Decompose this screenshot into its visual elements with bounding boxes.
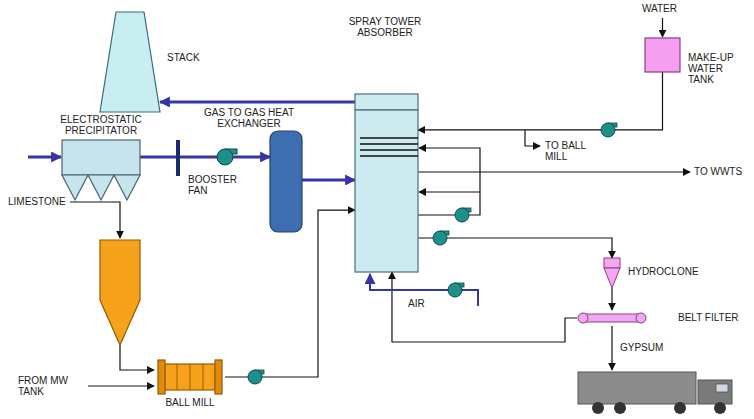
input-label: AIR <box>408 298 438 309</box>
slurry-line <box>225 210 355 377</box>
slurry-line <box>611 288 612 310</box>
booster-fan-symbol <box>217 149 237 165</box>
ball-mill: BALL MILL <box>155 360 225 394</box>
slurry-line <box>418 72 663 130</box>
equipment-label: ELECTROSTATIC PRECIPITATOR <box>51 114 151 136</box>
input-label: WATER <box>642 3 692 14</box>
absorber-tower: SPRAY TOWER ABSORBER <box>355 94 418 272</box>
gas-flow-line <box>160 101 355 104</box>
pump-symbol <box>248 370 264 384</box>
to-ball-mill-line <box>525 130 540 146</box>
precipitator: ELECTROSTATIC PRECIPITATOR <box>62 140 140 200</box>
gas-flow-line <box>140 155 270 158</box>
hopper-outlet-line <box>120 345 154 370</box>
equipment-label: STACK <box>167 52 217 63</box>
flue-gas-inlet <box>28 156 61 159</box>
slurry-line <box>392 272 577 342</box>
equipment-label: BELT FILTER <box>678 312 750 323</box>
slurry-line <box>418 238 612 258</box>
input-label: FROM MW TANK <box>18 375 80 397</box>
pump-symbol <box>433 231 449 245</box>
ball-mill-outline <box>155 360 225 394</box>
belt-filter-outline <box>577 310 647 326</box>
equipment-label: HYDROCLONE <box>628 266 718 277</box>
output-label: TO WWTS <box>694 166 752 177</box>
limestone-hopper <box>100 240 140 345</box>
gas-flow-line <box>302 178 355 181</box>
mw-feed-line <box>88 385 154 386</box>
wastewater-line <box>418 171 690 172</box>
equipment-label: BALL MILL <box>150 397 230 408</box>
limestone-feed-line <box>70 202 120 238</box>
absorber-tower-outline <box>355 94 418 272</box>
output-label: TO BALL MILL <box>545 140 593 162</box>
belt-filter: BELT FILTER <box>577 310 647 326</box>
hydroclone: HYDROCLONE <box>602 258 622 288</box>
pump-symbol <box>455 208 471 222</box>
gypsum-line <box>611 326 612 370</box>
pump-symbol <box>601 123 617 137</box>
recirculation-line <box>418 148 480 215</box>
equipment-label: SPRAY TOWER ABSORBER <box>340 16 430 38</box>
equipment-label: GAS TO GAS HEAT EXCHANGER <box>198 107 300 129</box>
recirculation-line <box>419 191 480 192</box>
water-feed-line <box>662 18 663 37</box>
water-tank-outline <box>645 38 680 72</box>
truck-illustration <box>578 372 732 414</box>
heat-exchanger: GAS TO GAS HEAT EXCHANGER <box>270 131 302 232</box>
equipment-label: BOOSTER FAN <box>188 174 248 196</box>
precipitator-outline <box>62 140 140 200</box>
stack-outline <box>100 12 160 112</box>
hydroclone-outline <box>602 258 622 288</box>
stack: STACK <box>100 12 160 112</box>
air-blower-symbol <box>448 283 464 297</box>
input-label: LIMESTONE <box>8 196 72 207</box>
equipment-label: MAKE-UP WATER TANK <box>688 52 746 85</box>
damper-bar <box>176 140 180 176</box>
output-label: GYPSUM <box>620 342 680 353</box>
heat-exchanger-outline <box>270 131 302 232</box>
water-tank: MAKE-UP WATER TANK <box>645 38 680 72</box>
